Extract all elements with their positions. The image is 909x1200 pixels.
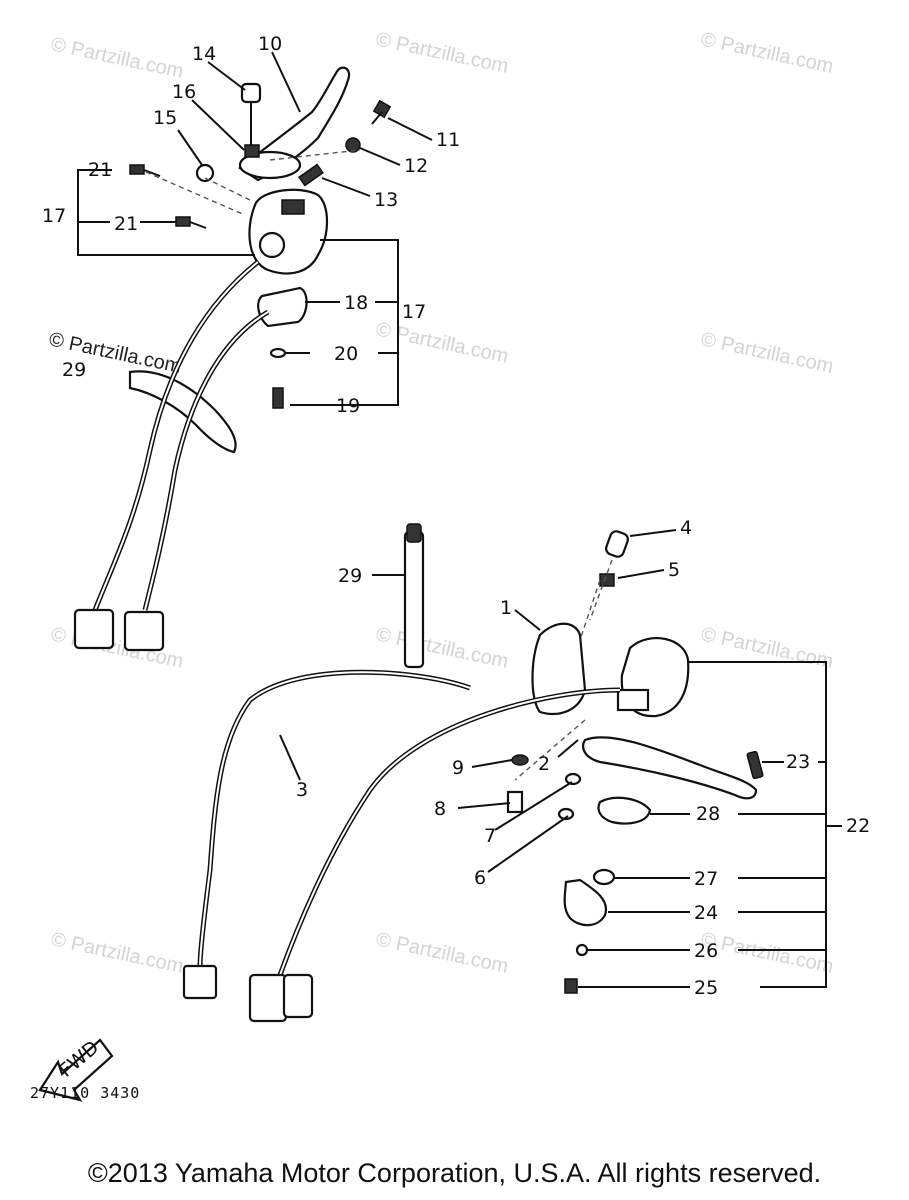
screw-part-19: [272, 387, 284, 409]
washer-part-20: [269, 347, 287, 359]
callout-12: 12: [404, 155, 428, 177]
bolt-part-14: [240, 82, 262, 104]
watermark: © Partzilla.com: [699, 623, 835, 673]
switch-button: [281, 199, 305, 215]
watermark: © Partzilla.com: [374, 928, 510, 978]
watermark: © Partzilla.com: [699, 28, 835, 78]
watermark: © Partzilla.com: [374, 28, 510, 78]
callout-3: 3: [296, 779, 308, 801]
adjuster-part-13: [298, 163, 324, 187]
cable-band-part-29: [128, 370, 237, 454]
washer-part-26: [575, 943, 589, 957]
connector: [123, 610, 165, 652]
callout-10: 10: [258, 33, 282, 55]
callout-17: 17: [42, 205, 66, 227]
watermark: © Partzilla.com: [699, 328, 835, 378]
switch-bore: [258, 231, 286, 259]
washer-part-15: [195, 163, 215, 183]
screw-part-21: [129, 164, 145, 175]
callout-17: 17: [402, 301, 426, 323]
callout-2: 2: [538, 753, 550, 775]
callout-16: 16: [172, 81, 196, 103]
callout-20: 20: [334, 343, 358, 365]
nut-part-5: [599, 573, 615, 587]
callout-11: 11: [436, 129, 460, 151]
watermark: © Partzilla.com: [49, 623, 185, 673]
callout-28: 28: [696, 803, 720, 825]
callout-27: 27: [694, 868, 718, 890]
watermark: © Partzilla.com: [49, 33, 185, 83]
switch-part-24: [563, 878, 608, 927]
callout-6: 6: [474, 867, 486, 889]
watermark: © Partzilla.com: [374, 318, 510, 368]
screw-part-21: [175, 216, 191, 227]
switch-lower-part-18: [257, 286, 308, 328]
callout-5: 5: [668, 559, 680, 581]
strap-part-29: [403, 530, 425, 669]
callout-21: 21: [88, 159, 112, 181]
connector: [73, 608, 115, 650]
watermark: © Partzilla.com: [699, 928, 835, 978]
connector: [182, 964, 218, 1000]
callout-14: 14: [192, 43, 216, 65]
copyright-notice: ©2013 Yamaha Motor Corporation, U.S.A. A…: [87, 1158, 822, 1188]
callout-1: 1: [500, 597, 512, 619]
callout-7: 7: [484, 825, 496, 847]
callout-8: 8: [434, 798, 446, 820]
switch-cable-right: [277, 687, 621, 976]
callout-22: 22: [846, 815, 870, 837]
diagram-code: 27Y110 3430: [30, 1084, 141, 1102]
callout-25: 25: [694, 977, 718, 999]
callout-9: 9: [452, 757, 464, 779]
callouts: 14 10 16 15 11 12 13 21 17 21 18 17 20 2…: [42, 33, 870, 999]
callout-21: 21: [114, 213, 138, 235]
callout-24: 24: [694, 902, 718, 924]
callout-15: 15: [153, 107, 177, 129]
lever-part-2: [582, 736, 758, 800]
callout-19: 19: [336, 395, 360, 417]
nut-part-9: [511, 754, 529, 766]
nut-part-12: [345, 137, 361, 153]
callout-13: 13: [374, 189, 398, 211]
watermark: © Partzilla.com: [374, 623, 510, 673]
right-lever-assembly: [182, 523, 842, 1023]
bolt-part-23: [746, 750, 764, 780]
watermark: © Partzilla.com: [49, 928, 185, 978]
callout-26: 26: [694, 940, 718, 962]
left-switch-assembly: [73, 51, 433, 652]
callout-29: 29: [338, 565, 362, 587]
bolt-part-8: [506, 790, 524, 814]
connector: [282, 973, 314, 1019]
callout-18: 18: [344, 292, 368, 314]
callout-29: 29: [62, 359, 86, 381]
lever-pivot: [238, 150, 302, 180]
washer-part-7: [564, 772, 582, 786]
callout-23: 23: [786, 751, 810, 773]
cap-part-4: [605, 530, 629, 558]
grommet-part-27: [592, 868, 616, 886]
nut-part-16: [244, 144, 260, 158]
connector: [248, 973, 288, 1023]
screw-part-11: [372, 99, 392, 119]
strap-head: [406, 523, 422, 543]
pin-part-6: [557, 807, 575, 821]
clamp-part-28: [597, 796, 652, 825]
switch-mount: [616, 688, 650, 712]
callout-4: 4: [680, 517, 692, 539]
screw-part-25: [564, 978, 578, 994]
